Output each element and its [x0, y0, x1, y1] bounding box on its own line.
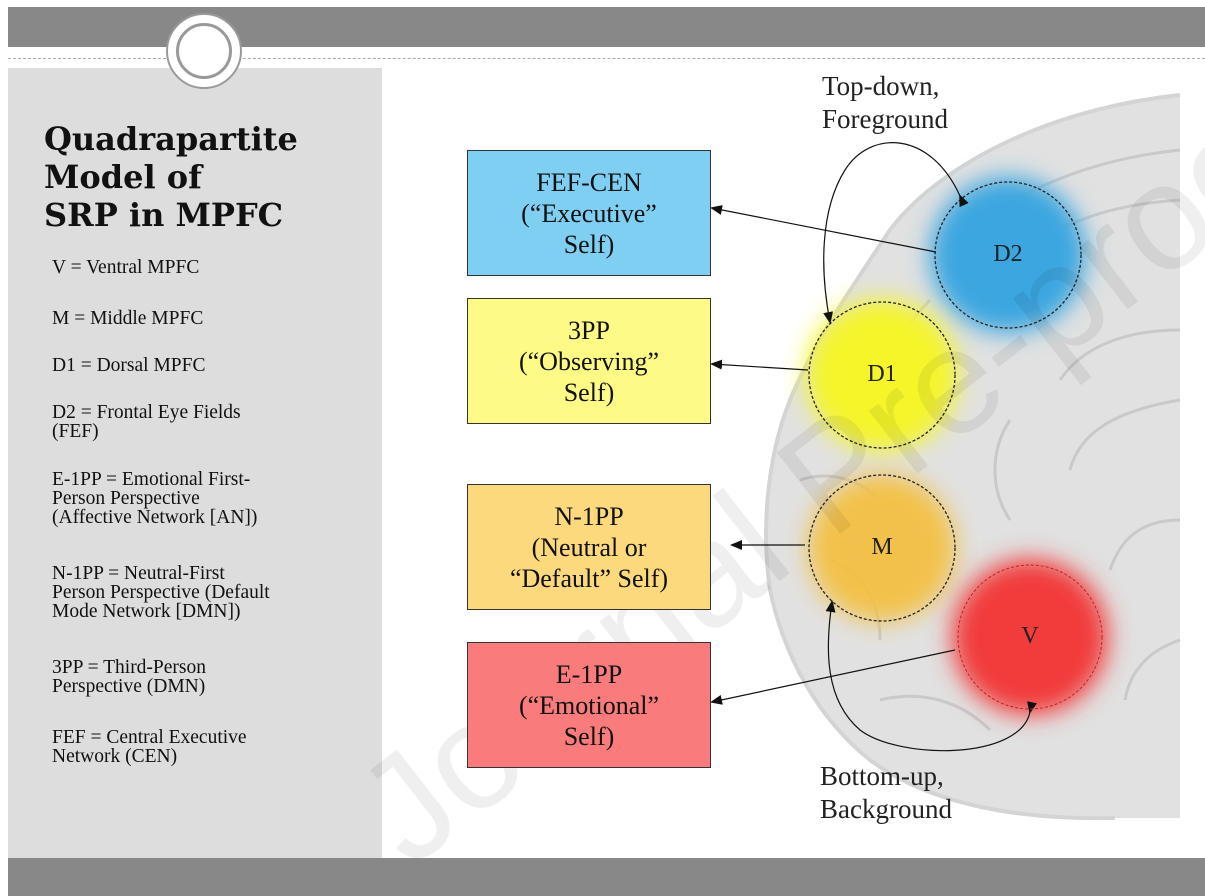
ornament-circle	[166, 13, 242, 89]
definition-line: Perspective (DMN)	[52, 676, 206, 697]
bottom-up-label-line: Bottom-up,	[820, 761, 944, 791]
box-3pp: 3PP (“Observing” Self)	[467, 298, 711, 424]
definition-line: (Affective Network [AN])	[52, 507, 258, 528]
definition-line: Network (CEN)	[52, 746, 178, 767]
region-d1-outline	[808, 301, 956, 449]
box-3pp-line: Self)	[563, 377, 615, 407]
definition-line: Mode Network [DMN])	[52, 601, 241, 622]
definition-line: FEF = Central Executive	[52, 727, 247, 748]
definition-d2: D2 = Frontal Eye Fields (FEF)	[52, 402, 372, 442]
region-m-glow	[808, 474, 956, 622]
definition-e-1pp: E-1PP = Emotional First- Person Perspect…	[52, 469, 372, 528]
region-d1	[806, 299, 958, 451]
bottom-up-label: Bottom-up, Background	[820, 760, 952, 826]
definition-line: E-1PP = Emotional First-	[52, 469, 251, 490]
definition-line: M = Middle MPFC	[52, 308, 204, 329]
bottom-up-label-line: Background	[820, 794, 952, 824]
box-n-1pp-line: “Default” Self)	[509, 563, 669, 593]
box-e-1pp-line: E-1PP	[555, 659, 623, 689]
box-3pp-line: (“Observing”	[518, 346, 660, 376]
left-panel	[8, 68, 382, 858]
top-down-label-line: Top-down,	[822, 71, 940, 101]
region-m	[808, 474, 956, 622]
definition-fef: FEF = Central Executive Network (CEN)	[52, 727, 372, 767]
box-3pp-line: 3PP	[568, 315, 610, 345]
definition-d1: D1 = Dorsal MPFC	[52, 355, 372, 376]
definition-line: N-1PP = Neutral-First	[52, 563, 225, 584]
region-d1-label: D1	[867, 361, 897, 387]
definition-n-1pp: N-1PP = Neutral-First Person Perspective…	[52, 563, 372, 622]
top-down-label-line: Foreground	[822, 104, 948, 134]
arrow-d1-to-3pp	[710, 359, 809, 371]
region-d2-label: D2	[993, 241, 1023, 267]
definition-line: D1 = Dorsal MPFC	[52, 355, 206, 376]
definition-line: D2 = Frontal Eye Fields	[52, 402, 241, 423]
bottom-up-arrow	[825, 600, 1037, 752]
definition-v: V = Ventral MPFC	[52, 257, 372, 278]
slide-title-line: SRP in MPFC	[44, 196, 284, 234]
region-v-outline	[957, 564, 1103, 710]
box-e-1pp-line: Self)	[563, 721, 615, 751]
region-d2-glow	[930, 177, 1086, 333]
region-d2	[930, 177, 1086, 333]
box-n-1pp-line: (Neutral or	[531, 532, 647, 562]
definition-line: (FEF)	[52, 421, 99, 442]
definition-line: V = Ventral MPFC	[52, 257, 200, 278]
ornament-inner-ring	[176, 23, 232, 79]
box-fef-cen-line: FEF-CEN	[536, 167, 642, 197]
definition-m: M = Middle MPFC	[52, 308, 372, 329]
box-fef-cen-line: Self)	[563, 229, 615, 259]
definition-line: Person Perspective (Default	[52, 582, 270, 603]
definition-3pp: 3PP = Third-Person Perspective (DMN)	[52, 657, 372, 697]
region-d2-outline	[934, 181, 1082, 329]
slide-title-line: Model of	[44, 158, 202, 196]
region-v-label: V	[1021, 623, 1039, 649]
region-d1-glow	[806, 299, 958, 451]
definition-line: Person Perspective	[52, 488, 200, 509]
definition-line: 3PP = Third-Person	[52, 657, 207, 678]
box-fef-cen-line: (“Executive”	[521, 198, 657, 228]
top-down-label: Top-down, Foreground	[822, 70, 948, 136]
top-down-arrow	[823, 142, 969, 324]
region-m-outline	[808, 474, 956, 622]
box-fef-cen: FEF-CEN (“Executive” Self)	[467, 150, 711, 276]
bottom-bar	[8, 858, 1205, 896]
box-n-1pp-line: N-1PP	[554, 501, 624, 531]
region-m-label: M	[871, 534, 893, 560]
box-n-1pp: N-1PP (Neutral or “Default” Self)	[467, 484, 711, 610]
box-e-1pp-line: (“Emotional”	[518, 690, 660, 720]
header-divider	[8, 58, 1205, 59]
slide-title: Quadrapartite Model of SRP in MPFC	[44, 120, 364, 234]
slide-title-line: Quadrapartite	[44, 120, 298, 158]
box-e-1pp: E-1PP (“Emotional” Self)	[467, 642, 711, 768]
